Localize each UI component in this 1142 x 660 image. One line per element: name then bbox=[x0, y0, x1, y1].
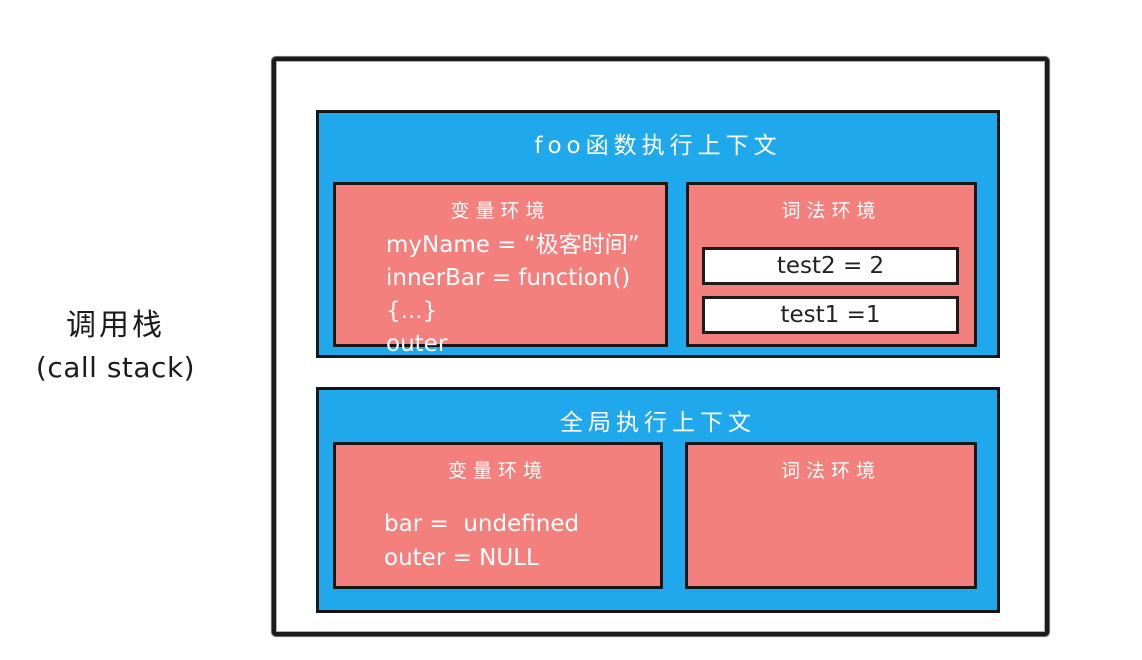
global-variable-env-title: 变量环境 bbox=[447, 460, 548, 482]
foo-lexical-env-slots: test2 = 2 test1 =1 bbox=[702, 247, 959, 334]
entry-global-outer: outer = NULL bbox=[384, 545, 539, 571]
call-stack-frame: foo函数执行上下文 变量环境 myName = “极客时间” innerBar… bbox=[272, 57, 1049, 636]
foo-variable-env-entries: myName = “极客时间” innerBar = function(){..… bbox=[336, 229, 665, 361]
lexical-slot-test1: test1 =1 bbox=[702, 296, 959, 334]
call-stack-label: 调用栈 (call stack) bbox=[18, 300, 213, 384]
global-environments-row: 变量环境 bar = undefined outer = NULL 词法环境 bbox=[333, 442, 977, 589]
foo-variable-environment: 变量环境 myName = “极客时间” innerBar = function… bbox=[333, 182, 668, 357]
call-stack-label-en: (call stack) bbox=[35, 351, 196, 384]
foo-context-title: foo函数执行上下文 bbox=[534, 133, 782, 159]
foo-variable-env-title: 变量环境 bbox=[450, 200, 551, 222]
lexical-slot-test2: test2 = 2 bbox=[702, 247, 959, 285]
global-variable-environment: 变量环境 bar = undefined outer = NULL bbox=[333, 442, 663, 589]
global-variable-env-entries: bar = undefined outer = NULL bbox=[336, 507, 660, 575]
foo-environments-row: 变量环境 myName = “极客时间” innerBar = function… bbox=[333, 182, 977, 357]
foo-lexical-env-title: 词法环境 bbox=[781, 200, 882, 222]
foo-lexical-environment: 词法环境 test2 = 2 test1 =1 bbox=[686, 182, 977, 347]
entry-bar: bar = undefined bbox=[384, 511, 580, 537]
global-lexical-environment: 词法环境 bbox=[685, 442, 977, 589]
global-execution-context: 全局执行上下文 变量环境 bar = undefined outer = NUL… bbox=[316, 387, 1000, 613]
global-lexical-env-title: 词法环境 bbox=[780, 460, 881, 482]
foo-execution-context: foo函数执行上下文 变量环境 myName = “极客时间” innerBar… bbox=[316, 110, 1000, 358]
call-stack-label-zh: 调用栈 bbox=[66, 308, 165, 343]
entry-innerbar: innerBar = function(){...} bbox=[386, 265, 631, 324]
entry-outer: outer bbox=[386, 331, 448, 357]
global-context-title: 全局执行上下文 bbox=[560, 410, 756, 436]
entry-myname: myName = “极客时间” bbox=[386, 232, 640, 258]
